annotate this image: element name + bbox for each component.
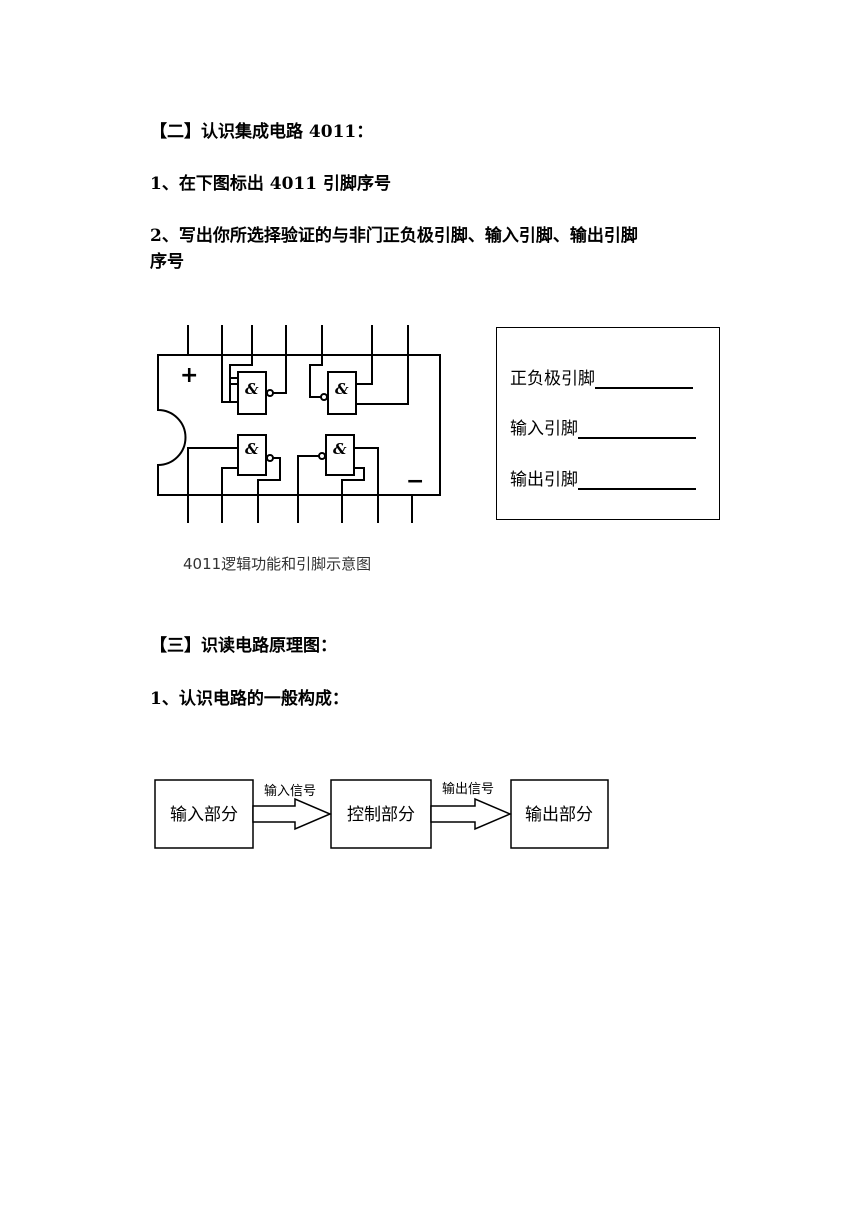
gate-3-bubble xyxy=(266,454,274,462)
gate-2-in-a xyxy=(309,355,323,398)
power-pin-label: 正负极引脚 xyxy=(510,369,595,389)
gate-4-bubble xyxy=(318,452,326,460)
gate-2 xyxy=(327,371,357,415)
gate-1-in-a xyxy=(221,355,238,403)
output-block-label: 输出部分 xyxy=(525,805,593,825)
output-pin-label: 输出引脚 xyxy=(510,470,578,490)
power-pin-row: 正负极引脚 xyxy=(510,364,693,389)
ic-4011-diagram: + − & & & & xyxy=(157,325,441,523)
input-pin-row: 输入引脚 xyxy=(510,414,696,439)
gate-1-symbol: & xyxy=(245,380,259,398)
minus-sign: − xyxy=(406,469,424,494)
ic-diagram-caption: 4011逻辑功能和引脚示意图 xyxy=(183,555,372,573)
section-3-title: 【三】识读电路原理图： xyxy=(150,636,337,656)
input-block xyxy=(154,779,254,849)
gate-1-to-left xyxy=(229,377,238,402)
gate-4-in-a xyxy=(297,455,319,495)
gate-4 xyxy=(325,434,355,476)
output-signal-label: 输出信号 xyxy=(442,781,494,797)
power-pin-blank[interactable] xyxy=(595,369,693,389)
output-block xyxy=(510,779,609,849)
circuit-structure-diagram: 输入部分 控制部分 输出部分 输入信号 输出信号 xyxy=(154,779,609,849)
gate-4-symbol: & xyxy=(333,440,347,458)
section-2-question-2-line-2: 序号 xyxy=(150,252,184,272)
gate-2-bubble xyxy=(320,393,328,401)
section-2-question-2-line-1: 2、写出你所选择验证的与非门正负极引脚、输入引脚、输出引脚 xyxy=(150,226,638,246)
gate-1-in-b xyxy=(229,355,253,385)
gate-2-symbol: & xyxy=(335,380,349,398)
gate-3 xyxy=(237,434,267,476)
input-pin-blank[interactable] xyxy=(578,419,696,439)
gate-2-in-b xyxy=(356,355,373,385)
section-3-question-1: 1、认识电路的一般构成： xyxy=(150,689,349,709)
control-block xyxy=(330,779,432,849)
gate-2-out xyxy=(356,355,409,405)
gate-4-out xyxy=(341,467,365,495)
gate-1-bubble xyxy=(266,389,274,397)
control-block-label: 控制部分 xyxy=(347,805,415,825)
output-pin-blank[interactable] xyxy=(578,470,696,490)
gate-3-out xyxy=(257,457,281,495)
ic-body xyxy=(157,354,441,496)
output-signal-arrow xyxy=(430,797,512,831)
gate-3-symbol: & xyxy=(245,440,259,458)
input-signal-arrow xyxy=(252,797,332,831)
gate-3-in-a xyxy=(187,447,238,495)
output-pin-row: 输出引脚 xyxy=(510,465,696,490)
input-pin-label: 输入引脚 xyxy=(510,419,578,439)
gate-4-in-b xyxy=(354,447,379,495)
pin-answer-box: 正负极引脚 输入引脚 输出引脚 xyxy=(496,327,720,520)
gate-3-in-b xyxy=(221,467,238,495)
section-2-title: 【二】认识集成电路 4011： xyxy=(150,122,374,142)
input-block-label: 输入部分 xyxy=(170,805,238,825)
section-2-question-1: 1、在下图标出 4011 引脚序号 xyxy=(150,174,391,194)
plus-sign: + xyxy=(180,363,198,388)
input-signal-label: 输入信号 xyxy=(264,783,316,799)
gate-1-out xyxy=(273,355,287,394)
